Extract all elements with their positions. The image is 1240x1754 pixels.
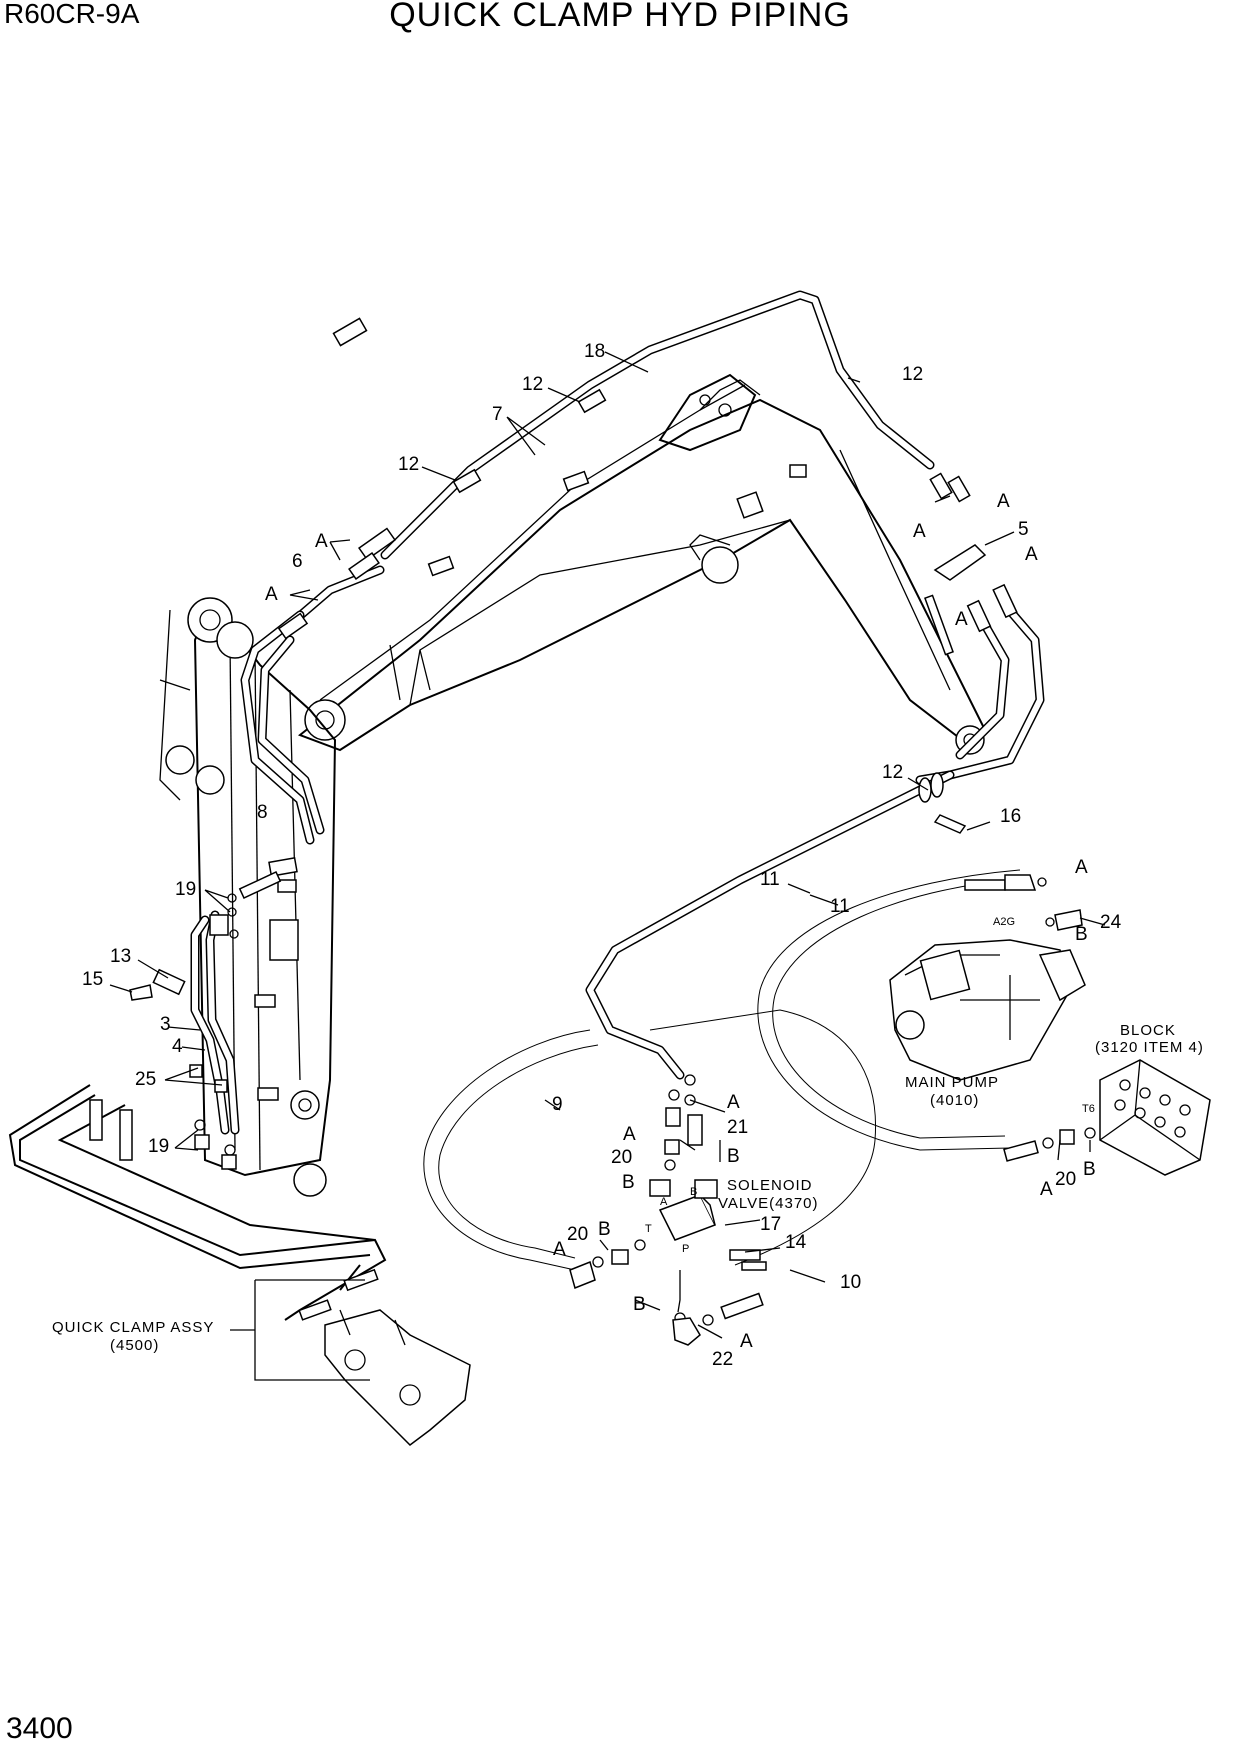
valve-port-b: B	[690, 1186, 697, 1198]
part-label-7: 7	[492, 404, 503, 425]
part-label-12: 12	[902, 364, 923, 385]
model-code: R60CR-9A	[4, 0, 140, 29]
part-label-20: 20	[567, 1224, 588, 1245]
part-label-19: 19	[148, 1136, 169, 1157]
port-label-a: A	[623, 1124, 636, 1145]
part-label-11: 11	[830, 896, 850, 917]
port-label-b: B	[727, 1146, 740, 1167]
part-label-11: 11	[760, 869, 780, 890]
part-label-12: 12	[522, 374, 543, 395]
port-label-a: A	[1075, 857, 1088, 878]
port-label-a: A	[265, 584, 278, 605]
main-pump-number: (4010)	[930, 1092, 979, 1109]
port-label-b: B	[1075, 924, 1088, 945]
part-label-18: 18	[584, 341, 605, 362]
pump-port-a2g: A2G	[993, 916, 1015, 928]
part-label-4: 4	[172, 1036, 183, 1057]
port-label-b: B	[622, 1172, 635, 1193]
solenoid-valve-label: SOLENOID	[727, 1177, 813, 1194]
solenoid-valve-number: VALVE(4370)	[718, 1195, 819, 1212]
fittings	[89, 317, 1096, 1346]
part-label-3: 3	[160, 1014, 171, 1035]
hydraulic-piping	[8, 290, 1045, 1321]
part-label-5: 5	[1018, 519, 1029, 540]
port-label-b: B	[1083, 1159, 1096, 1180]
part-label-20: 20	[611, 1147, 632, 1168]
valve-port-t: T	[645, 1223, 652, 1235]
block-label: BLOCK	[1120, 1022, 1176, 1039]
block-port-t6: T6	[1082, 1103, 1095, 1115]
part-label-20: 20	[1055, 1169, 1076, 1190]
page-number: 3400	[6, 1712, 73, 1745]
part-label-24: 24	[1100, 912, 1122, 933]
part-label-12: 12	[882, 762, 903, 783]
part-label-22: 22	[712, 1349, 733, 1370]
port-label-a: A	[740, 1331, 753, 1352]
part-label-10: 10	[840, 1272, 861, 1293]
part-label-17: 17	[760, 1214, 781, 1235]
part-label-15: 15	[82, 969, 103, 990]
main-pump-label: MAIN PUMP	[905, 1074, 999, 1091]
part-label-19: 19	[175, 879, 196, 900]
quick-clamp-assy-number: (4500)	[110, 1337, 159, 1354]
port-label-a: A	[1025, 544, 1038, 565]
quick-clamp	[298, 1268, 471, 1446]
part-label-16: 16	[1000, 806, 1021, 827]
port-label-a: A	[727, 1092, 740, 1113]
part-label-13: 13	[110, 946, 131, 967]
valve-block	[1099, 1059, 1211, 1176]
part-label-14: 14	[785, 1232, 807, 1253]
leader-lines	[109, 351, 1106, 1339]
port-label-a: A	[553, 1239, 566, 1260]
port-label-a: A	[997, 491, 1010, 512]
part-label-6: 6	[292, 551, 303, 572]
part-label-8: 8	[257, 802, 268, 823]
block-number: (3120 ITEM 4)	[1095, 1039, 1204, 1056]
part-label-9: 9	[552, 1094, 563, 1115]
port-label-a: A	[315, 531, 328, 552]
port-label-a: A	[913, 521, 926, 542]
arm	[159, 597, 337, 1197]
valve-port-p: P	[682, 1243, 689, 1255]
port-label-b: B	[633, 1294, 646, 1315]
port-label-a: A	[1040, 1179, 1053, 1200]
page-title: QUICK CLAMP HYD PIPING	[389, 0, 851, 34]
port-label-a: A	[955, 609, 968, 630]
quick-clamp-assy-label: QUICK CLAMP ASSY	[52, 1319, 214, 1336]
part-label-25: 25	[135, 1069, 156, 1090]
part-label-12: 12	[398, 454, 419, 475]
quick-clamp-assy-box	[230, 1279, 370, 1381]
valve-port-a: A	[660, 1196, 668, 1208]
part-label-21: 21	[727, 1117, 748, 1138]
port-label-b: B	[598, 1219, 611, 1240]
main-pump	[889, 939, 1086, 1081]
